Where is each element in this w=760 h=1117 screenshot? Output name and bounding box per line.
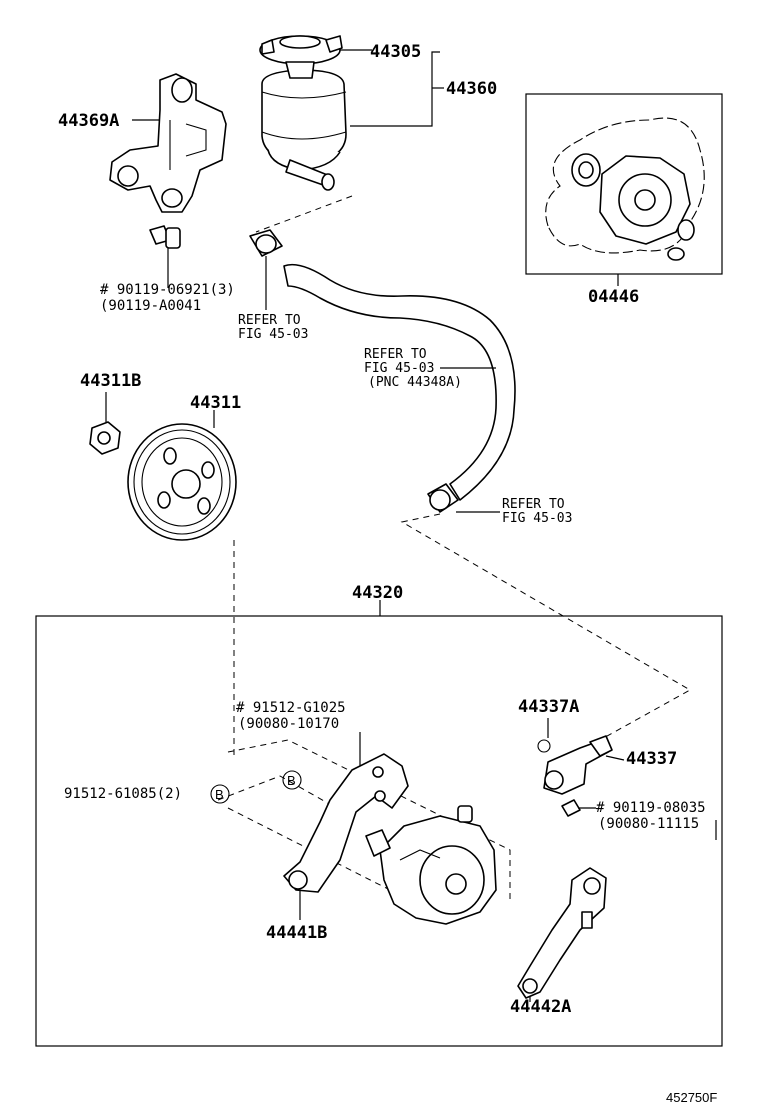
hose-clamp-lower — [427, 483, 459, 513]
return-hose — [283, 263, 516, 501]
bolt-90119-06921: # 90119-06921(3) — [100, 282, 235, 298]
gasket-kit-box — [525, 93, 723, 275]
diagram-code: 452750F — [666, 1090, 717, 1105]
bolt-90119-08035: # 90119-08035 — [596, 800, 706, 816]
refer-to-upper-b: FIG 45-03 — [238, 327, 308, 342]
label-44360: 44360 — [446, 79, 497, 99]
label-44337A: 44337A — [518, 697, 579, 717]
reservoir-bracket — [109, 73, 227, 213]
label-44369A: 44369A — [58, 111, 119, 131]
refer-to-hose-c: (PNC 44348A) — [368, 375, 462, 390]
label-44305: 44305 — [370, 42, 421, 62]
label-44311: 44311 — [190, 393, 241, 413]
svg-text:B: B — [287, 773, 296, 788]
marker-b-lower: B — [210, 784, 230, 804]
refer-to-upper-a: REFER TO — [238, 313, 301, 328]
adjusting-bar — [517, 867, 607, 999]
label-44441B: 44441B — [266, 923, 327, 943]
pump-assembly-box — [35, 615, 723, 1047]
refer-to-hose-a: REFER TO — [364, 347, 427, 362]
reservoir-cap — [259, 35, 343, 79]
label-44442A: 44442A — [510, 997, 571, 1017]
bolt-91512-61085: 91512-61085(2) — [64, 786, 182, 802]
bolt-90080-11115: (90080-11115 — [598, 816, 699, 832]
svg-text:B: B — [215, 787, 224, 802]
bolt-90119-A0041: (90119-A0041 — [100, 298, 201, 314]
refer-to-lower-a: REFER TO — [502, 497, 565, 512]
bolt-90080-10170: (90080-10170 — [238, 716, 339, 732]
marker-b-upper: B — [282, 770, 302, 790]
label-44337: 44337 — [626, 749, 677, 769]
hose-clamp-upper — [249, 229, 283, 257]
suction-pipe — [543, 735, 613, 795]
gasket-kit-parts — [545, 117, 705, 261]
refer-to-lower-b: FIG 45-03 — [502, 511, 572, 526]
pipe-bolt — [561, 799, 581, 817]
bolt-91512-G1025: # 91512-G1025 — [236, 700, 346, 716]
o-ring — [537, 739, 551, 753]
vane-pump — [365, 805, 497, 925]
reservoir-tank — [261, 69, 347, 191]
label-04446: 04446 — [588, 287, 639, 307]
bracket-bolt — [149, 225, 181, 249]
pulley-nut — [89, 421, 121, 455]
label-44320: 44320 — [352, 583, 403, 603]
pulley — [127, 423, 237, 541]
pump-bracket — [283, 753, 409, 893]
label-44311B: 44311B — [80, 371, 141, 391]
refer-to-hose-b: FIG 45-03 — [364, 361, 434, 376]
